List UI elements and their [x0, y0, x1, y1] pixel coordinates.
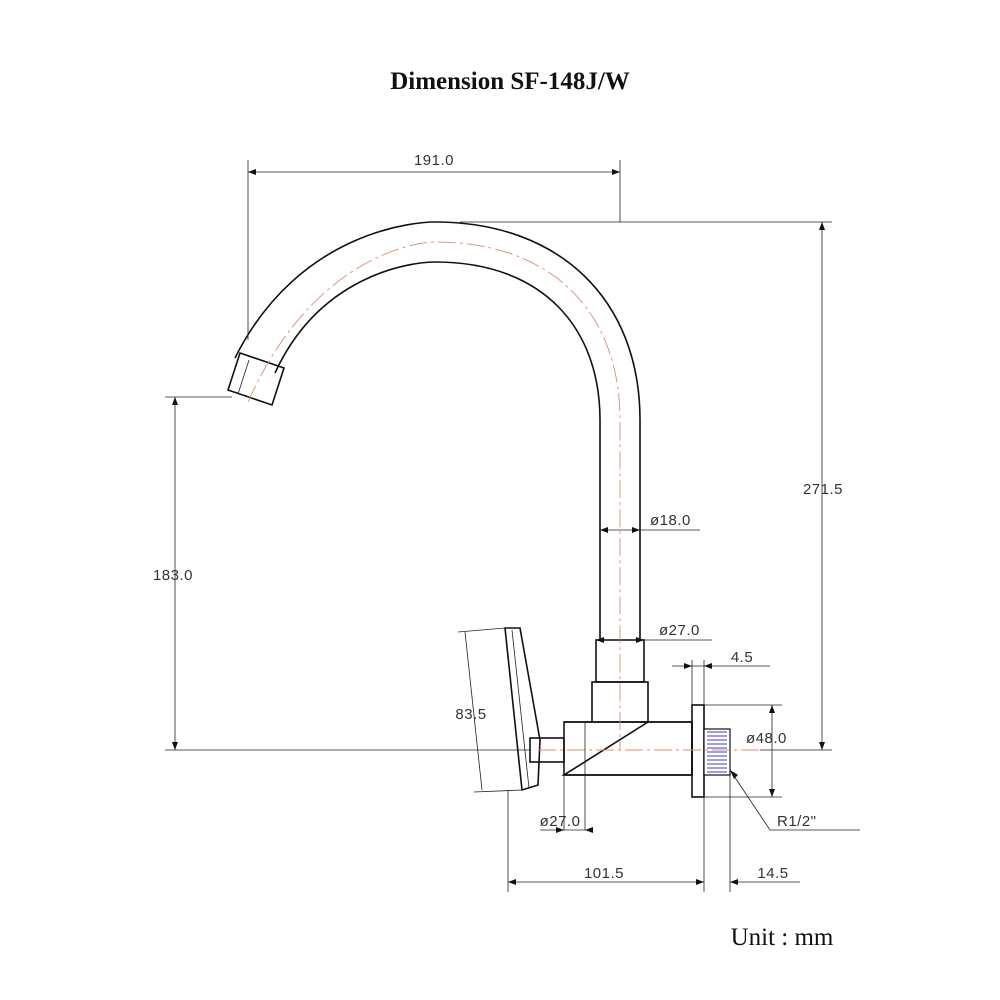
dim-thread-spec: R1/2"	[777, 813, 817, 830]
handle-lever	[504, 627, 541, 792]
dim-flange-thickness: 4.5	[731, 649, 753, 666]
spout-outer-edge	[234, 221, 641, 640]
spout-centerline	[247, 241, 621, 750]
dim-pipe-diameter: ø18.0	[650, 512, 691, 529]
dimension-arrows	[172, 169, 825, 885]
dim-handle-height: 83.5	[455, 706, 486, 723]
unit-label: Unit : mm	[731, 924, 834, 951]
dim-total-height: 271.5	[803, 481, 843, 498]
aerator-tip	[226, 351, 286, 407]
dim-thread-length: 14.5	[757, 865, 788, 882]
dim-spout-height: 183.0	[153, 567, 193, 584]
dimension-lines	[165, 160, 860, 892]
wall-flange	[691, 704, 705, 798]
dim-body-length: 101.5	[584, 865, 624, 882]
thread-hatching	[707, 731, 727, 773]
drawing-title: Dimension SF-148J/W	[390, 68, 630, 95]
dim-base-diameter: ø27.0	[659, 622, 700, 639]
valve-body	[563, 721, 693, 776]
dim-flange-diameter: ø48.0	[746, 730, 787, 747]
centerlines	[247, 241, 760, 751]
dim-spout-reach: 191.0	[414, 152, 454, 169]
faucet-outline	[226, 221, 731, 798]
dim-handle-diameter: ø27.0	[540, 813, 581, 830]
spout-inner-edge	[274, 261, 601, 640]
horizontal-body	[561, 721, 693, 776]
